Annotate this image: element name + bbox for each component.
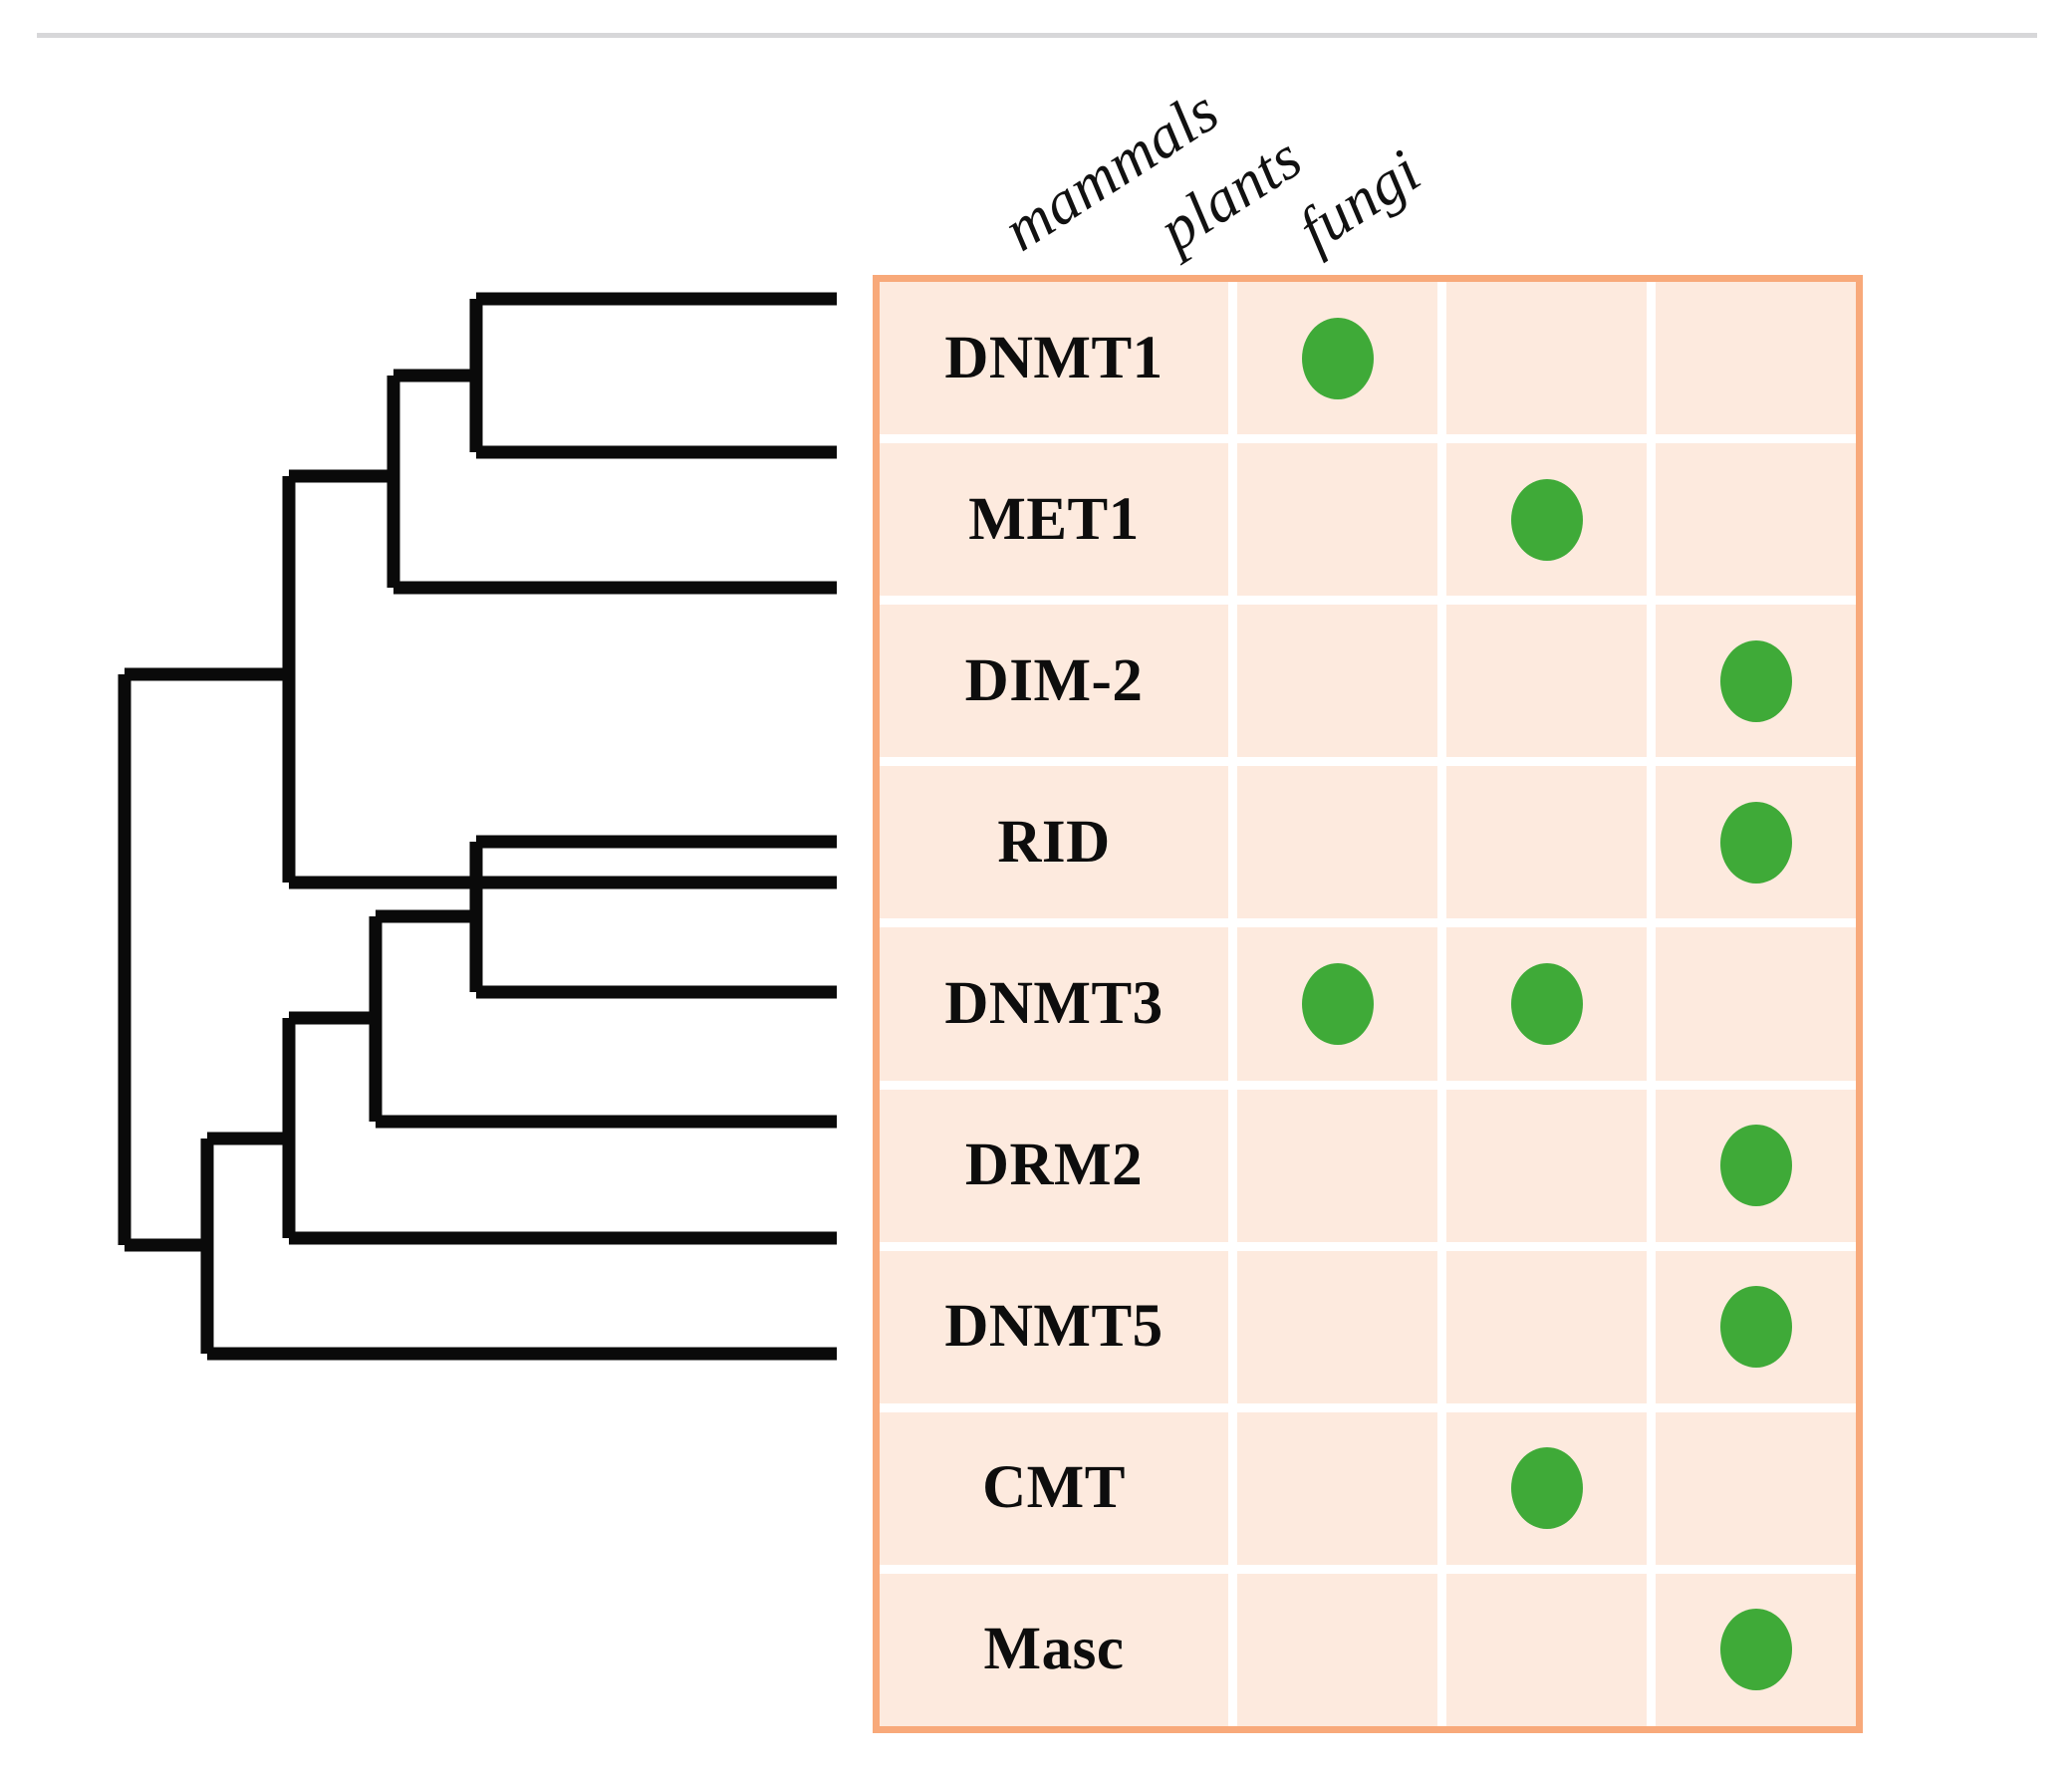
cell-masc-mammals [1237, 1573, 1437, 1726]
presence-dot [1301, 317, 1374, 399]
presence-dot [1510, 1447, 1583, 1530]
cell-drm2-fungi [1656, 1089, 1856, 1242]
cell-dnmt1-mammals [1237, 282, 1437, 435]
top-divider-rule [37, 33, 2037, 38]
cell-dnmt5-fungi [1656, 1250, 1856, 1403]
cell-rid-mammals [1237, 766, 1437, 919]
presence-dot [1510, 478, 1583, 561]
row-label-rid: RID [880, 766, 1228, 919]
cell-dim2-plants [1446, 605, 1647, 758]
cell-cmt-mammals [1237, 1411, 1437, 1565]
presence-absence-matrix: DNMT1 MET1 DIM-2 RID DNMT3 [873, 275, 1863, 1733]
cell-dim2-mammals [1237, 605, 1437, 758]
presence-dot [1719, 1125, 1792, 1207]
cell-met1-mammals [1237, 443, 1437, 597]
table-row: Masc [880, 1573, 1856, 1726]
presence-dot [1510, 962, 1583, 1045]
row-label-drm2: DRM2 [880, 1089, 1228, 1242]
cell-dnmt1-fungi [1656, 282, 1856, 435]
table-row: DNMT1 [880, 282, 1856, 435]
cell-dnmt5-mammals [1237, 1250, 1437, 1403]
table-row: DNMT3 [880, 927, 1856, 1081]
row-label-dnmt1: DNMT1 [880, 282, 1228, 435]
table-row: RID [880, 766, 1856, 919]
row-label-dnmt3: DNMT3 [880, 927, 1228, 1081]
column-header-fungi: fungi [1286, 136, 1432, 265]
cell-drm2-plants [1446, 1089, 1647, 1242]
table-row: CMT [880, 1411, 1856, 1565]
column-header-group: mammals plants fungi [0, 0, 2072, 264]
phylogenetic-tree [118, 292, 837, 1361]
cell-dnmt3-plants [1446, 927, 1647, 1081]
cell-met1-fungi [1656, 443, 1856, 597]
presence-dot [1301, 962, 1374, 1045]
table-row: MET1 [880, 443, 1856, 597]
row-label-met1: MET1 [880, 443, 1228, 597]
cell-dnmt1-plants [1446, 282, 1647, 435]
cell-rid-plants [1446, 766, 1647, 919]
presence-dot [1719, 801, 1792, 884]
cell-cmt-fungi [1656, 1411, 1856, 1565]
table-row: DNMT5 [880, 1250, 1856, 1403]
cell-met1-plants [1446, 443, 1647, 597]
cell-dim2-fungi [1656, 605, 1856, 758]
row-label-dnmt5: DNMT5 [880, 1250, 1228, 1403]
presence-dot [1719, 1286, 1792, 1369]
table-row: DIM-2 [880, 605, 1856, 758]
cell-masc-plants [1446, 1573, 1647, 1726]
cell-rid-fungi [1656, 766, 1856, 919]
row-label-masc: Masc [880, 1573, 1228, 1726]
cell-drm2-mammals [1237, 1089, 1437, 1242]
row-label-cmt: CMT [880, 1411, 1228, 1565]
cell-dnmt3-fungi [1656, 927, 1856, 1081]
cell-dnmt5-plants [1446, 1250, 1647, 1403]
cell-masc-fungi [1656, 1573, 1856, 1726]
row-label-dim2: DIM-2 [880, 605, 1228, 758]
cell-dnmt3-mammals [1237, 927, 1437, 1081]
presence-dot [1719, 1609, 1792, 1691]
table-row: DRM2 [880, 1089, 1856, 1242]
cell-cmt-plants [1446, 1411, 1647, 1565]
presence-dot [1719, 639, 1792, 722]
